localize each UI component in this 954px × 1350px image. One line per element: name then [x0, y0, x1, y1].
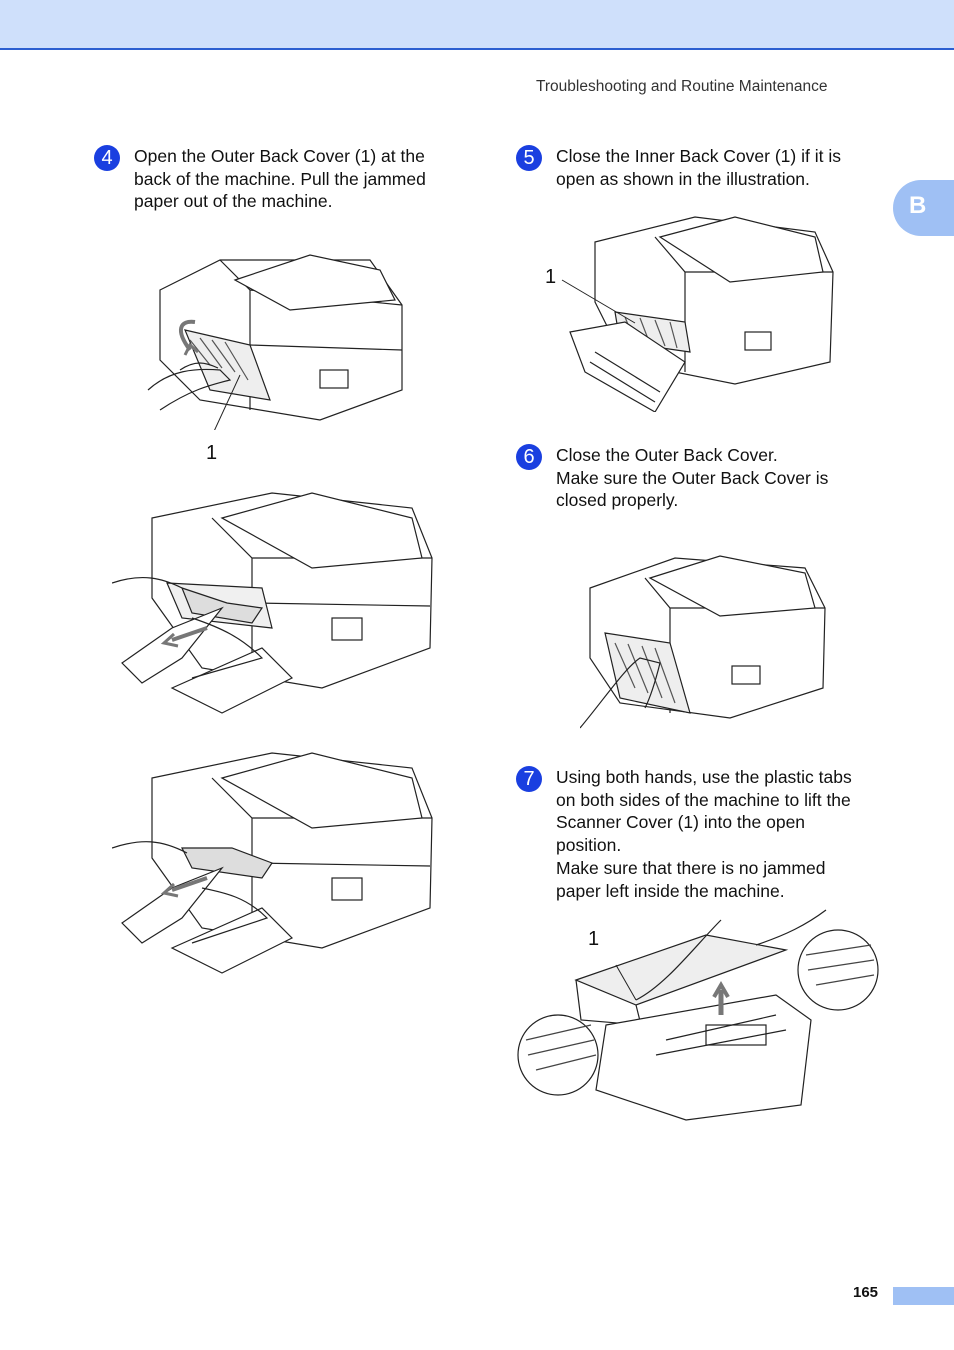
step-text-line: Close the Inner Back Cover (1) if it is [556, 146, 841, 166]
step-7: 7 Using both hands, use the plastic tabs… [516, 766, 852, 902]
step-text-line: Make sure that there is no jammed [556, 857, 826, 878]
callout-leader-line [561, 279, 636, 324]
callout-label: 1 [545, 266, 557, 288]
step-number-badge: 6 [516, 444, 542, 470]
step-text-line: paper left inside the machine. [556, 880, 785, 901]
step-number-badge: 5 [516, 145, 542, 171]
step-6: 6 Close the Outer Back Cover. Make sure … [516, 444, 829, 512]
illustration-pull-paper-1 [112, 488, 442, 720]
step-text-line: Close the Outer Back Cover. [556, 445, 778, 465]
step-number-badge: 4 [94, 145, 120, 171]
step-text-line: Scanner Cover (1) into the open [556, 812, 806, 833]
illustration-open-outer-back-cover [140, 250, 410, 430]
step-text-line: Using both hands, use the plastic tabs [556, 767, 852, 787]
illustration-inner-back-cover [565, 212, 840, 412]
callout-label: 1 [588, 928, 600, 950]
running-head: Troubleshooting and Routine Maintenance [536, 78, 828, 95]
step-text-line: Open the Outer Back Cover (1) at the [134, 146, 425, 166]
page-number: 165 [853, 1284, 879, 1301]
step-text-line: on both sides of the machine to lift the [556, 789, 851, 810]
page-number-bar [893, 1287, 954, 1305]
illustration-lift-scanner-cover [516, 905, 882, 1125]
step-text-line: Make sure the Outer Back Cover is [556, 467, 829, 488]
chapter-tab-label: B [909, 192, 927, 219]
step-5: 5 Close the Inner Back Cover (1) if it i… [516, 145, 841, 190]
step-text-line: closed properly. [556, 490, 679, 511]
header-band [0, 0, 954, 50]
step-text-line: back of the machine. Pull the jammed [134, 168, 426, 189]
step-text-line: open as shown in the illustration. [556, 168, 810, 189]
step-4: 4 Open the Outer Back Cover (1) at the b… [94, 145, 426, 213]
step-text-line: paper out of the machine. [134, 191, 333, 212]
callout-label: 1 [206, 442, 218, 464]
illustration-pull-paper-2 [112, 748, 442, 980]
step-number-badge: 7 [516, 766, 542, 792]
illustration-close-outer-back-cover [580, 548, 830, 738]
step-text-line: position. [556, 835, 622, 856]
chapter-tab: B [893, 180, 954, 236]
